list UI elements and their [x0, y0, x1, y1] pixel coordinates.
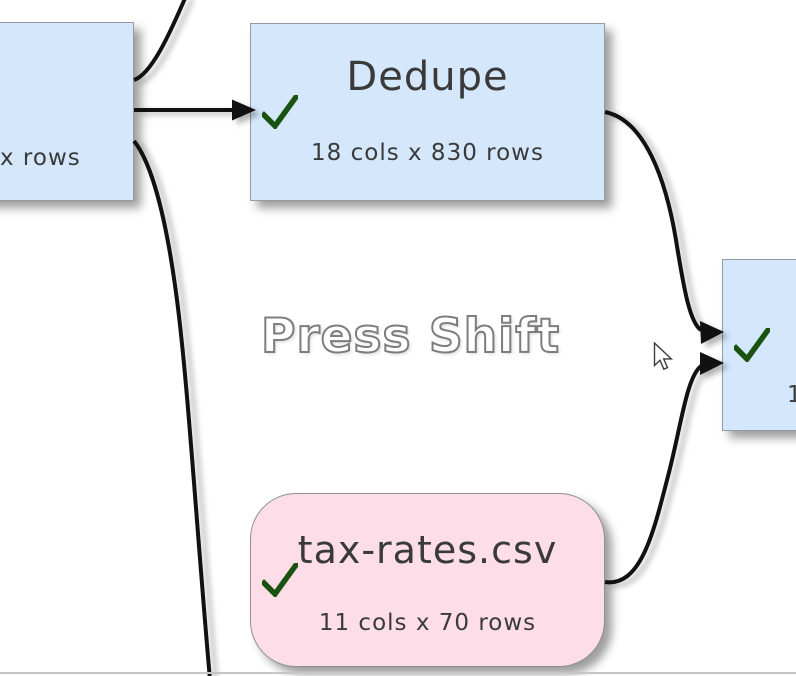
arrowhead-icon [700, 352, 724, 375]
mouse-cursor-icon [653, 342, 674, 371]
edge-dedupe-to-right[interactable] [604, 110, 703, 332]
node-tax-rates[interactable]: tax-rates.csv 11 cols x 70 rows [250, 493, 605, 667]
node-right-text-fragment: 1 [787, 382, 796, 408]
press-shift-watermark: Press Shift [260, 308, 561, 365]
node-right[interactable]: 1 [722, 259, 796, 431]
node-tax-rates-subtitle: 11 cols x 70 rows [318, 610, 537, 636]
node-left[interactable]: x rows [0, 22, 134, 201]
arrowhead-icon [700, 321, 724, 344]
check-icon [262, 563, 298, 597]
node-tax-rates-title: tax-rates.csv [297, 528, 558, 572]
node-left-text-fragment: x rows [0, 145, 81, 171]
check-icon [262, 95, 298, 129]
node-dedupe-title: Dedupe [346, 54, 509, 100]
node-dedupe-subtitle: 18 cols x 830 rows [311, 140, 544, 166]
arrowhead-icon [232, 99, 256, 121]
node-dedupe[interactable]: Dedupe 18 cols x 830 rows [250, 23, 605, 201]
edge-left-to-bottom[interactable] [132, 139, 212, 676]
check-icon [734, 328, 770, 362]
canvas-bottom-border [0, 672, 796, 674]
edge-left-to-top[interactable] [133, 0, 187, 82]
edge-tax-to-right[interactable] [604, 364, 703, 585]
